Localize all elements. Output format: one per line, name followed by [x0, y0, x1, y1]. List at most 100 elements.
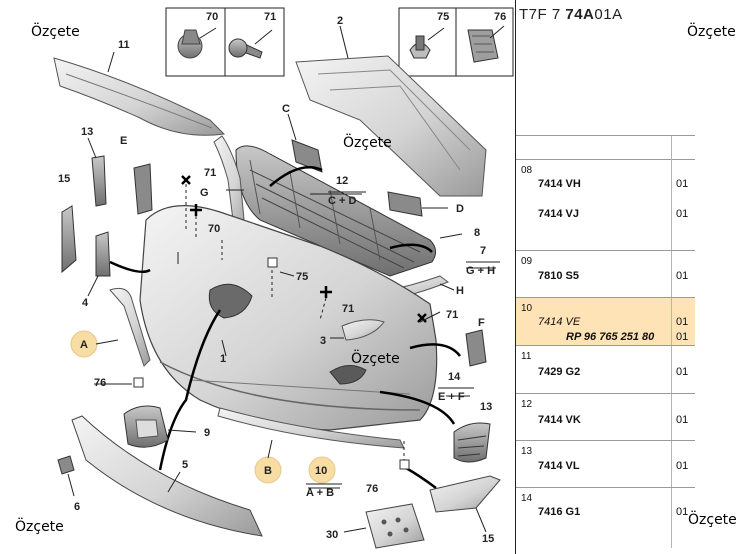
row-divider	[671, 394, 672, 441]
row-divider	[671, 136, 672, 160]
fastener-markers	[181, 175, 427, 323]
callout-labels: 70 71 75 76 2 11 13 E C 71 G 12 C + D D …	[58, 11, 506, 545]
label-7: 7	[480, 245, 486, 257]
part-code: 7414 VJ	[538, 208, 579, 220]
label-14: 14	[448, 371, 461, 383]
label-3: 3	[320, 335, 326, 347]
part-qty: 01	[676, 270, 689, 282]
label-15-left: 15	[58, 173, 70, 185]
label-15-right: 15	[482, 533, 494, 545]
callout-circles	[70, 330, 336, 484]
part-4-side-mount	[87, 231, 111, 297]
label-76-b: 76	[366, 483, 378, 495]
label-71-c: 71	[446, 309, 458, 321]
label-G-plus-H: G + H	[466, 265, 495, 277]
part-ref-prefix: T7F 7	[519, 6, 561, 23]
label-D: D	[456, 203, 464, 215]
label-10: 10	[315, 465, 327, 477]
label-C: C	[282, 103, 290, 115]
watermark-bottom-right: Özçete	[688, 512, 737, 528]
part-reference-number: RP 96 765 251 80	[566, 331, 655, 343]
row-divider	[671, 488, 672, 548]
label-9: 9	[204, 427, 210, 439]
label-5: 5	[182, 459, 188, 471]
row-index: 09	[521, 256, 533, 267]
parts-list-panel	[515, 0, 696, 554]
part-reference-title: T7F 7 74A01A	[519, 6, 623, 23]
part-qty: 01	[676, 506, 689, 518]
strip-A	[109, 287, 151, 367]
part-code: 7810 S5	[538, 270, 579, 282]
part-11-upper-trim	[53, 51, 226, 136]
bracket-E	[133, 163, 153, 215]
parts-row-08[interactable]: 08 7414 VH 01 7414 VJ 01	[516, 159, 695, 251]
fastener-box-75-76	[398, 7, 514, 77]
part-code: 7414 VL	[538, 460, 580, 472]
part-qty: 01	[676, 208, 689, 220]
row-divider	[671, 298, 672, 346]
fastener-box-70-71	[165, 7, 285, 77]
parts-row-header-gap	[516, 135, 695, 160]
label-A-plus-B: A + B	[306, 487, 334, 499]
label-12: 12	[336, 175, 348, 187]
row-index: 14	[521, 493, 533, 504]
part-3-reflector	[341, 319, 385, 341]
part-qty: 01	[676, 178, 689, 190]
part-13-left-bracket	[87, 137, 107, 207]
label-70-a: 70	[208, 223, 220, 235]
part-5-lower-spoiler	[71, 415, 263, 537]
label-C-plus-D: C + D	[328, 195, 356, 207]
part-qty: 01	[676, 414, 689, 426]
label-E: E	[120, 135, 127, 147]
label-11: 11	[118, 39, 130, 51]
row-divider	[671, 251, 672, 298]
label-76: 76	[494, 11, 506, 23]
part-code: 7416 G1	[538, 506, 581, 518]
part-code: 7414 VE	[538, 316, 581, 328]
part-6-clip	[57, 455, 75, 497]
label-2: 2	[337, 15, 343, 27]
part-qty: 01	[676, 366, 689, 378]
part-ref-qty: 01	[676, 331, 689, 343]
watermark-center: Özçete	[351, 351, 400, 367]
underlines	[306, 191, 500, 485]
row-divider	[671, 346, 672, 394]
label-75: 75	[437, 11, 449, 23]
label-13-right: 13	[480, 401, 492, 413]
label-8: 8	[474, 227, 480, 239]
label-F: F	[478, 317, 485, 329]
part-2-absorber-frame	[295, 25, 487, 197]
parts-row-13[interactable]: 13 7414 VL 01	[516, 440, 695, 488]
parts-row-09[interactable]: 09 7810 S5 01	[516, 250, 695, 298]
row-divider	[671, 160, 672, 251]
part-qty: 01	[676, 460, 689, 472]
parts-row-12[interactable]: 12 7414 VK 01	[516, 393, 695, 441]
part-ref-suffix: 01A	[594, 6, 623, 23]
label-6: 6	[74, 501, 80, 513]
row-index: 11	[521, 351, 532, 362]
parts-row-10[interactable]: 10 7414 VE 01 RP 96 765 251 80 01	[516, 297, 695, 346]
part-code: 7414 VK	[538, 414, 581, 426]
label-B: B	[264, 465, 272, 477]
row-divider	[671, 441, 672, 488]
label-71: 71	[264, 11, 276, 23]
label-75-a: 75	[296, 271, 308, 283]
watermark-top-right: Özçete	[687, 24, 736, 40]
part-qty: 01	[676, 316, 689, 328]
parts-row-11[interactable]: 11 7429 G2 01	[516, 345, 695, 394]
label-76-a: 76	[94, 377, 106, 389]
row-index: 12	[521, 399, 533, 410]
label-71-a: 71	[204, 167, 216, 179]
label-71-b: 71	[342, 303, 354, 315]
part-13-right-insert	[453, 422, 491, 463]
part-15-left-guide	[61, 205, 77, 274]
label-1: 1	[220, 353, 226, 365]
label-G: G	[200, 187, 209, 199]
parts-row-14[interactable]: 14 7416 G1 01	[516, 487, 695, 548]
watermark-center-top: Özçete	[343, 135, 392, 151]
part-9-emblem	[123, 405, 197, 448]
label-30: 30	[326, 529, 338, 541]
bracket-C	[287, 113, 323, 173]
part-30-module	[343, 503, 425, 549]
